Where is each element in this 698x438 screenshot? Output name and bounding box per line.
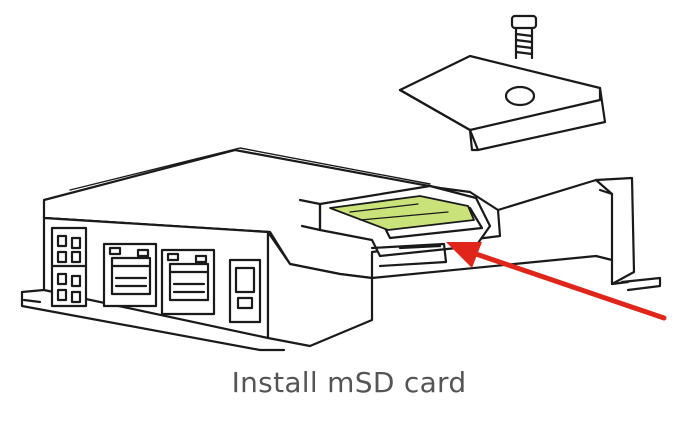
ethernet-port-2 (160, 248, 216, 316)
terminal-block (50, 226, 88, 308)
screw-icon (510, 14, 538, 60)
power-connector (228, 258, 262, 324)
figure-caption: Install mSD card (231, 366, 467, 399)
ethernet-port-1 (102, 242, 158, 308)
device-illustration (20, 14, 667, 352)
mounting-bracket (398, 54, 607, 152)
msd-card (329, 195, 475, 231)
insert-arrow (446, 242, 667, 321)
